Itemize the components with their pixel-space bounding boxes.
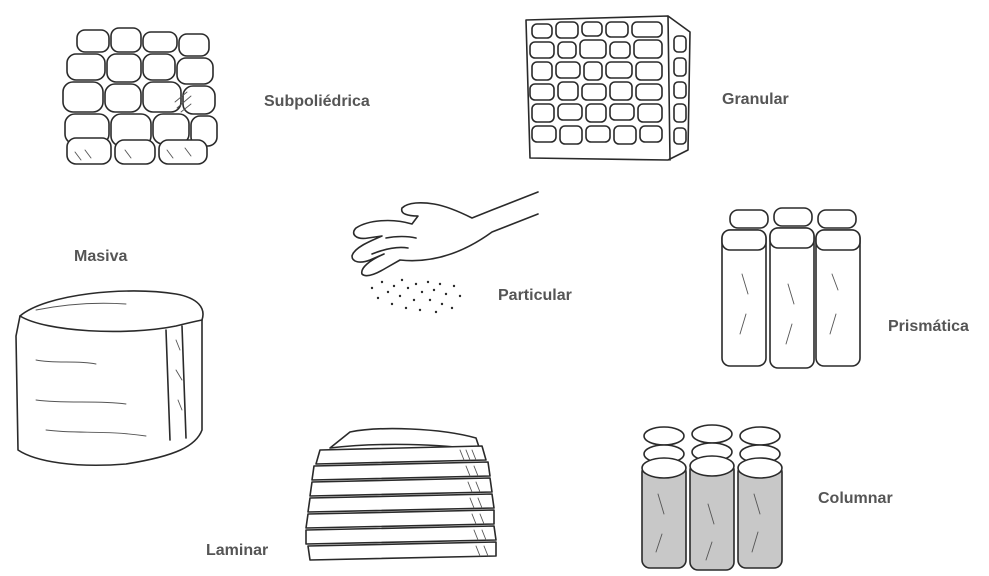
subpoliedrica-label: Subpoliédrica — [264, 93, 370, 111]
columnar-structure-illustration — [634, 424, 790, 574]
laminar-structure-illustration — [290, 420, 502, 572]
laminar-label: Laminar — [206, 542, 268, 560]
columnar-label: Columnar — [818, 490, 893, 508]
prismatic-structure-illustration — [712, 204, 870, 374]
prismatica-label: Prismática — [888, 318, 969, 336]
granular-label: Granular — [722, 91, 789, 109]
massive-structure-illustration — [6, 280, 218, 476]
masiva-label: Masiva — [74, 248, 127, 266]
granular-structure-illustration — [518, 10, 698, 162]
particular-label: Particular — [498, 287, 572, 305]
subpolyhedral-structure-illustration — [55, 22, 240, 174]
